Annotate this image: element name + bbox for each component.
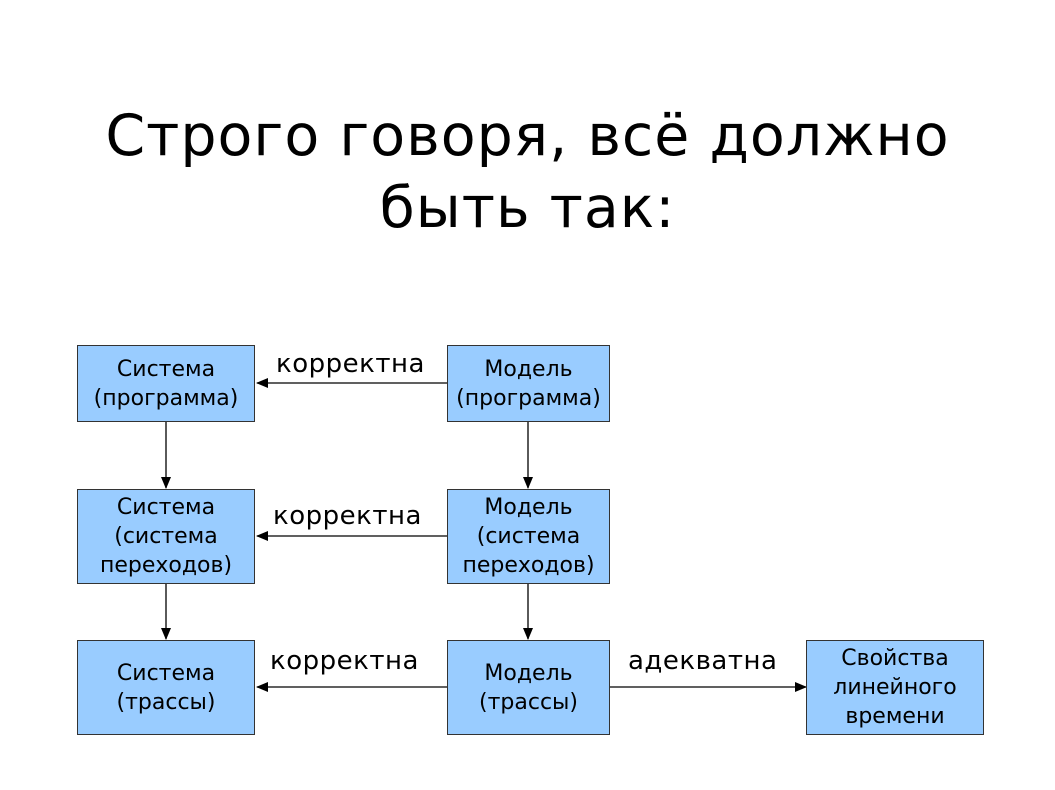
node-ltl-properties-line-2: линейного	[833, 675, 957, 700]
node-system-program: Система (программа)	[77, 345, 255, 422]
node-ltl-properties-line-1: Свойства	[841, 646, 949, 671]
node-system-program-line-1: Система	[116, 356, 216, 382]
slide-title-line-2: быть так:	[379, 175, 676, 241]
node-system-transition-line-2: (система	[114, 524, 218, 549]
edge-label-adequate: адекватна	[628, 646, 778, 676]
node-system-program-line-2: (программа)	[93, 385, 239, 411]
node-model-transition-line-2: (система	[476, 524, 581, 549]
node-ltl-properties-line-3: времени	[845, 704, 945, 729]
node-model-transition-line-3: переходов)	[462, 553, 595, 578]
node-system-traces-line-2: (трассы)	[116, 689, 216, 715]
node-model-transition-line-1: Модель	[484, 495, 573, 520]
node-model-program-line-1: Модель	[484, 356, 573, 382]
node-system-traces-line-1: Система	[116, 660, 216, 686]
node-model-program-line-2: (программа)	[456, 385, 601, 411]
node-model-traces-line-1: Модель	[484, 660, 573, 686]
node-model-traces-line-2: (трассы)	[479, 689, 578, 715]
edge-label-correct-row-1: корректна	[276, 349, 425, 379]
node-system-transition: Система (система переходов)	[77, 489, 255, 584]
slide-title-line-1: Строго говоря, всё должно	[105, 103, 950, 169]
node-ltl-properties: Свойства линейного времени	[806, 640, 984, 735]
edge-label-correct-row-3: корректна	[270, 646, 419, 676]
node-model-transition: Модель (система переходов)	[447, 489, 610, 584]
node-system-transition-line-3: переходов)	[99, 553, 233, 578]
node-system-transition-line-1: Система	[116, 495, 216, 520]
node-model-program: Модель (программа)	[447, 345, 610, 422]
edge-label-correct-row-2: корректна	[273, 501, 422, 531]
slide-title: Строго говоря, всё должно быть так:	[0, 100, 1055, 244]
node-system-traces: Система (трассы)	[77, 640, 255, 735]
node-model-traces: Модель (трассы)	[447, 640, 610, 735]
